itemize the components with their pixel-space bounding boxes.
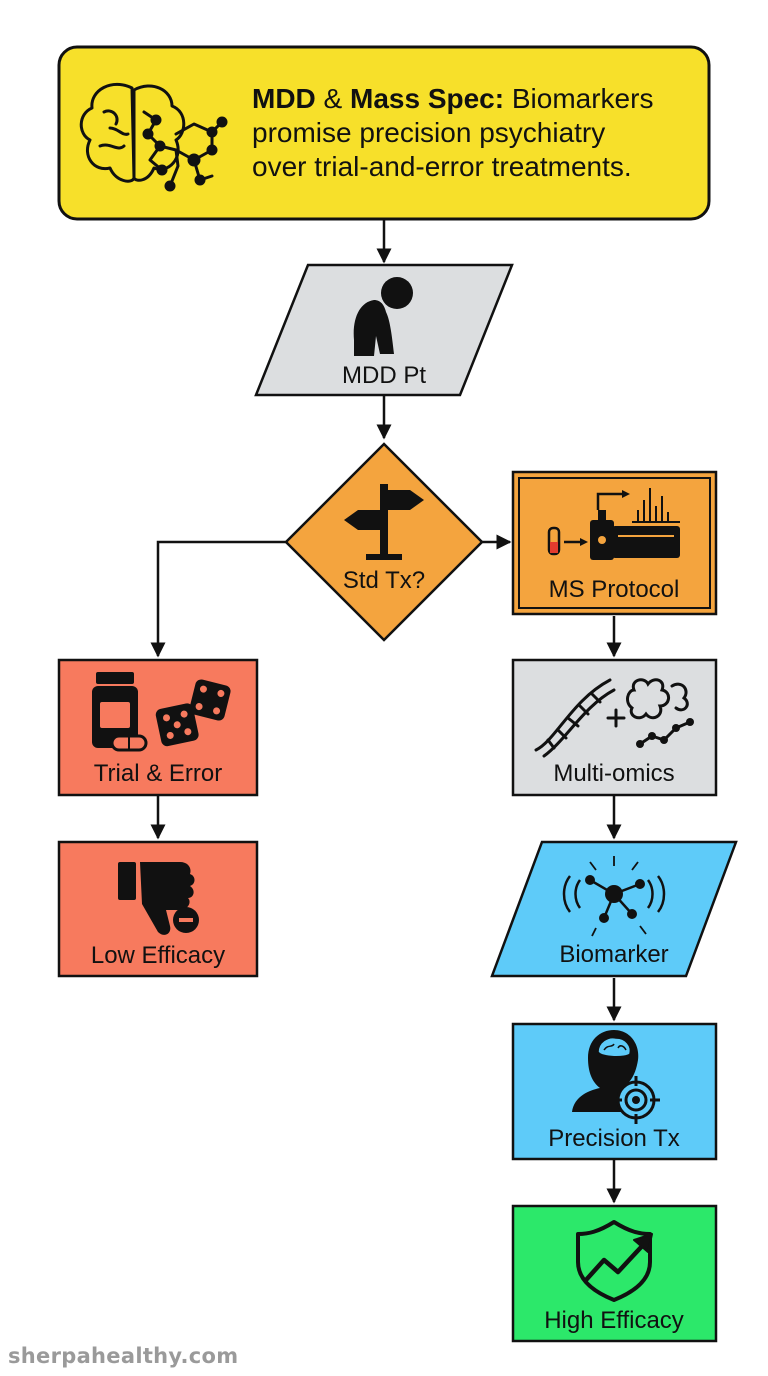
title-line-3: over trial-and-error treatments. (252, 151, 632, 182)
node-precision-tx-label: Precision Tx (548, 1125, 680, 1152)
node-low-efficacy: Low Efficacy (57, 840, 259, 978)
node-multi-omics: Multi-omics (511, 658, 718, 797)
arrow-decision-to-trial (150, 540, 286, 658)
shield-growth-icon (576, 1220, 653, 1302)
node-high-efficacy-label: High Efficacy (544, 1307, 684, 1334)
node-ms-protocol-label: MS Protocol (549, 576, 680, 603)
watermark: sherpahealthy.com (8, 1344, 239, 1368)
molecule-signal-icon (562, 856, 666, 937)
node-precision-tx: Precision Tx (511, 1022, 718, 1161)
node-low-efficacy-label: Low Efficacy (91, 942, 225, 969)
pill-dice-icon (92, 672, 231, 752)
node-biomarker: Biomarker (490, 840, 738, 978)
node-ms-protocol: MS Protocol (511, 470, 718, 616)
title-amp: & (316, 83, 350, 114)
title-bold-mass-spec: Mass Spec: (350, 83, 504, 114)
thumbs-down-icon (118, 862, 199, 935)
signpost-icon (344, 484, 424, 560)
mass-spectrometer-icon (547, 488, 680, 560)
head-target-icon (572, 1030, 660, 1124)
title-rest: Biomarkers (504, 83, 653, 114)
brain-network-icon (79, 82, 228, 192)
node-trial-error: Trial & Error (57, 658, 259, 797)
node-decision: Std Tx? (284, 442, 484, 642)
node-patient: MDD Pt (254, 263, 514, 397)
title-box: MDD & Mass Spec: Biomarkers promise prec… (57, 45, 711, 221)
node-decision-label: Std Tx? (343, 567, 425, 594)
title-line-2: promise precision psychiatry (252, 117, 605, 148)
title-bold-mdd: MDD (252, 83, 316, 114)
node-trial-error-label: Trial & Error (94, 760, 222, 787)
dna-protein-icon (534, 678, 692, 758)
node-high-efficacy: High Efficacy (511, 1204, 718, 1343)
connectors (150, 220, 622, 1204)
title-line-1: MDD & Mass Spec: Biomarkers (252, 83, 653, 114)
depressed-person-icon (353, 277, 413, 356)
node-multi-omics-label: Multi-omics (553, 760, 674, 787)
node-patient-label: MDD Pt (342, 362, 426, 389)
node-biomarker-label: Biomarker (559, 941, 668, 968)
